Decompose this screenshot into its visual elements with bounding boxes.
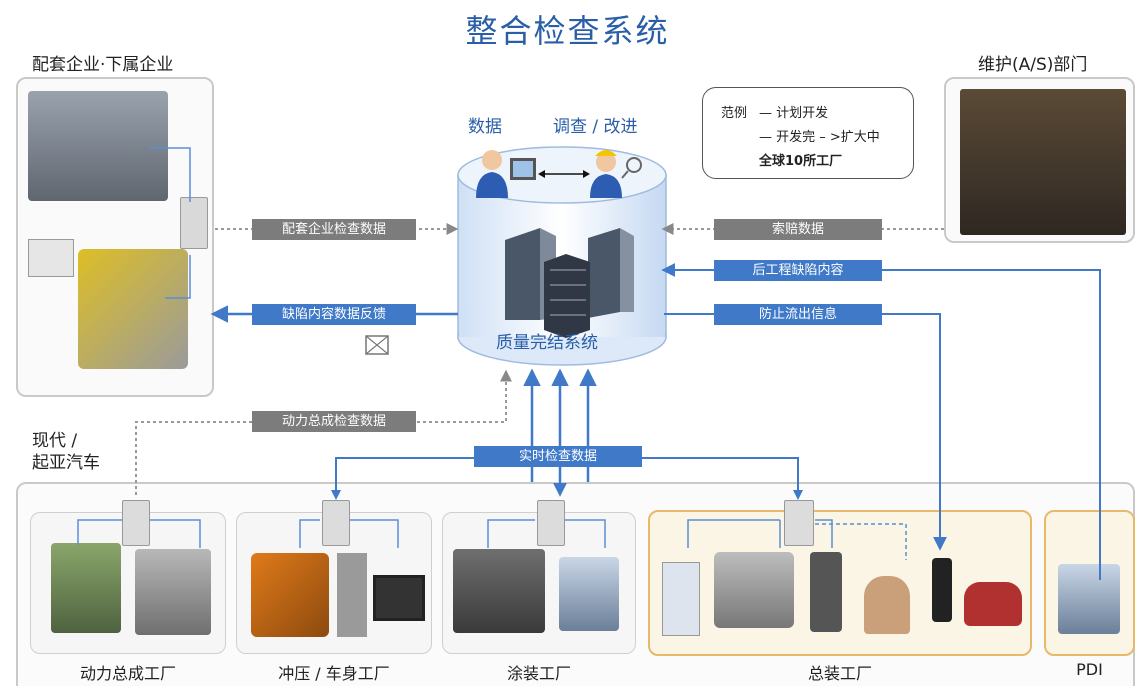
server-rack-icons [505,228,634,338]
claim-data-tag: 索赔数据 [714,219,882,240]
realtime-inspection-tag: 实时检查数据 [474,446,642,467]
factory-label-paint: 涂装工厂 [506,664,571,683]
as-department-panel [944,77,1135,243]
envelope-icon [365,335,389,355]
control-room-image [960,89,1126,235]
legend-footnote: 全球10所工厂 [759,154,843,169]
factory-label-powertrain: 动力总成工厂 [79,664,176,683]
powertrain-server-icon [122,500,150,546]
survey-label: 调查 / 改进 [553,117,638,137]
powertrain-inspection-tag: 动力总成检查数据 [252,411,416,432]
legend-title: 范例 [721,106,748,121]
post-process-defects-tag: 后工程缺陷内容 [714,260,882,281]
assembly-server-icon [784,500,814,546]
press-server-icon [322,500,350,546]
paint-server-icon [537,500,565,546]
hyundai-label-line2: 起亚汽车 [32,453,100,473]
data-label: 数据 [468,117,502,137]
left-panel-connectors [150,147,191,299]
factory-label-assembly: 总装工厂 [807,664,872,683]
legend-planned: — 计划开发 [759,106,829,121]
legend-expanding: — 开发完 – >扩大中 [759,130,880,145]
factory-label-pdi: PDI [1076,660,1103,679]
system-label: 质量完结系统 [496,333,598,353]
factory-label-press-body: 冲压 / 车身工厂 [278,664,390,683]
supplier-group-label: 配套企业·下属企业 [32,55,174,75]
defect-feedback-tag: 缺陷内容数据反馈 [252,304,416,325]
factory-connectors [77,519,907,560]
outflow-prevention-tag: 防止流出信息 [714,304,882,325]
page-title: 整合检查系统 [465,12,670,50]
hyundai-label-line1: 现代 / [32,431,78,451]
legend-box: 范例 — 计划开发 — 开发完 – >扩大中 全球10所工厂 [702,87,914,179]
user-icons [476,150,642,198]
supplier-inspection-tag: 配套企业检查数据 [252,219,416,240]
as-department-label: 维护(A/S)部门 [978,55,1088,75]
